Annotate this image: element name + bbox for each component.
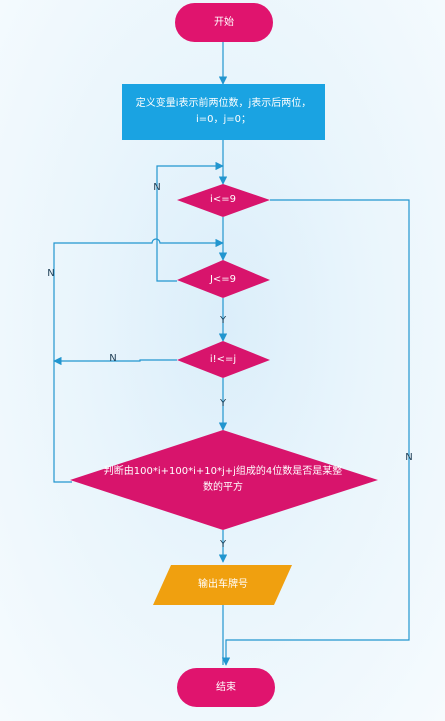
label-y-neq: Y bbox=[219, 398, 227, 409]
cond-neq-node bbox=[177, 341, 270, 378]
cond-neq-label: i!<=j bbox=[209, 354, 237, 365]
cond-j-label: J<=9 bbox=[209, 274, 237, 285]
edge-cond-i-no-end bbox=[221, 199, 410, 666]
cond-i-label: i<=9 bbox=[210, 194, 236, 205]
output-node bbox=[153, 565, 292, 605]
init-line-1: 定义变量i表示前两位数，j表示后两位， bbox=[135, 98, 312, 109]
label-y-square: Y bbox=[219, 539, 227, 550]
output-label: 输出车牌号 bbox=[198, 579, 248, 590]
start-node bbox=[175, 3, 273, 42]
init-line-2: i=0，j=0； bbox=[195, 114, 252, 125]
edge-cond-j-no-loop bbox=[156, 161, 224, 282]
cond-square-line-1: 判断由100*i+100*i+10*j+j组成的4位数是否是某整 bbox=[103, 466, 343, 477]
edge-square-no-loop bbox=[53, 238, 224, 483]
connector-lines bbox=[53, 42, 410, 666]
cond-square-node bbox=[70, 430, 378, 530]
label-n-left-loop: N bbox=[47, 268, 55, 279]
label-n-neq: N bbox=[109, 353, 117, 364]
cond-square-text: 判断由100*i+100*i+10*j+j组成的4位数是否是某整 数的平方 bbox=[92, 460, 354, 500]
label-n-right: N bbox=[405, 452, 413, 463]
cond-square-line-2: 数的平方 bbox=[203, 482, 243, 493]
cond-j-node bbox=[177, 260, 270, 298]
init-process-text: 定义变量i表示前两位数，j表示后两位， i=0，j=0； bbox=[122, 84, 325, 140]
edge-cond-neq-no bbox=[53, 356, 177, 366]
end-label: 结束 bbox=[216, 681, 236, 693]
init-process-node bbox=[122, 84, 325, 140]
end-node bbox=[177, 668, 275, 707]
label-n-outer-loop: N bbox=[153, 182, 161, 193]
cond-i-node bbox=[177, 184, 270, 217]
label-y-j: Y bbox=[219, 315, 227, 326]
start-label: 开始 bbox=[214, 16, 234, 28]
